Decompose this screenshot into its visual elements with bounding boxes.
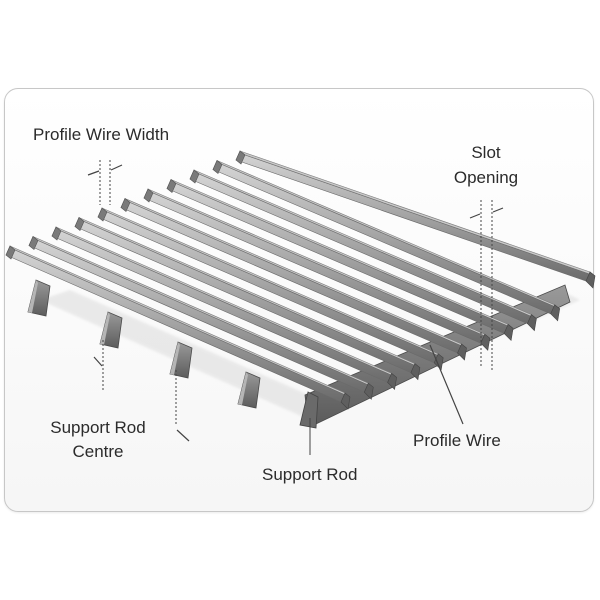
label-support-rod-centre-line1: Support Rod: [50, 418, 145, 437]
label-support-rod-centre-line2: Centre: [72, 442, 123, 461]
support-rod-tip: [169, 341, 193, 379]
profile-wire: [189, 169, 537, 332]
label-profile-wire: Profile Wire: [413, 431, 501, 450]
slot-arrow-left: [469, 213, 481, 219]
pw-width-arrow-right: [110, 164, 123, 171]
profile-wire-leader: [429, 344, 464, 425]
support-rod-tip-face: [100, 312, 110, 345]
support-rod-tip-face: [238, 372, 248, 405]
profile-wires: [5, 150, 596, 410]
profile-wire: [51, 226, 397, 391]
pw-width-arrow-left: [87, 170, 100, 176]
src-arrow-right: [176, 429, 190, 442]
profile-wire: [97, 207, 444, 371]
support-rod-tip-face: [28, 280, 38, 313]
label-slot-opening-line1: Slot: [471, 143, 501, 162]
support-rod-tip: [237, 371, 261, 409]
profile-wire: [166, 179, 514, 342]
src-arrow-left: [93, 356, 103, 367]
profile-wire: [212, 160, 561, 322]
label-support-rod: Support Rod: [262, 465, 357, 484]
profile-wire: [143, 188, 491, 351]
support-rod-tip: [27, 279, 51, 317]
profile-wire: [120, 198, 467, 361]
support-rod-tip-face: [170, 342, 180, 375]
grating-shadow: [40, 290, 580, 420]
profile-wire: [5, 245, 351, 410]
support-rod-front-tip: [299, 391, 319, 429]
support-rods: [27, 279, 261, 409]
profile-wire: [235, 150, 596, 289]
annotation-lines: [87, 160, 504, 455]
slot-arrow-right: [492, 207, 504, 213]
label-profile-wire-width: Profile Wire Width: [33, 125, 169, 144]
profile-wire: [74, 217, 421, 381]
profile-wire: [28, 236, 374, 400]
label-slot-opening-line2: Opening: [454, 168, 518, 187]
